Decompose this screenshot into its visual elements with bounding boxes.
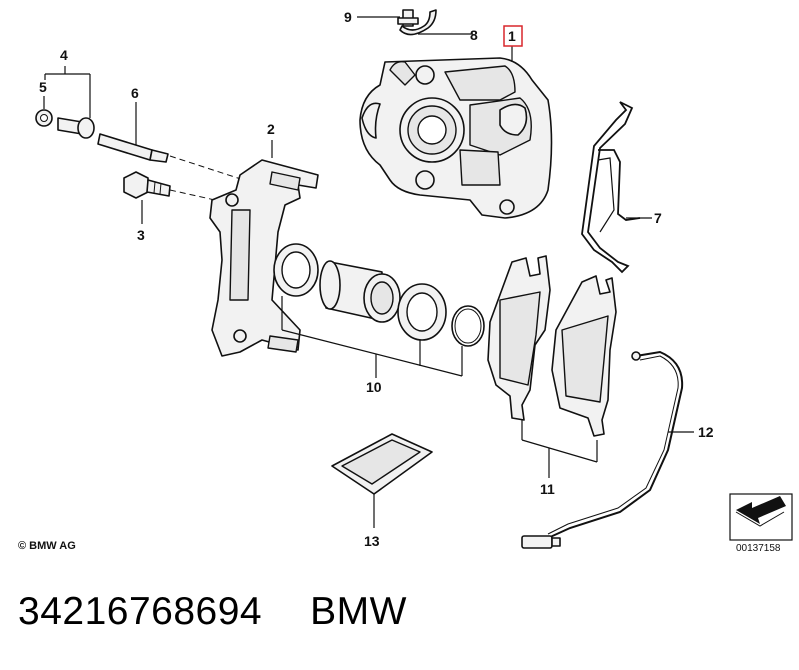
callout-9: 9: [344, 9, 352, 25]
part-number: 34216768694: [18, 590, 263, 633]
callout-8: 8: [470, 27, 478, 43]
footer-caption: 34216768694 BMW: [18, 590, 455, 634]
callout-7: 7: [654, 210, 662, 226]
hex-bolt-part: [123, 171, 171, 199]
guide-bushing-part: [35, 109, 95, 139]
grease-packet-part: [331, 433, 433, 495]
piston-seal-kit-part: [273, 243, 485, 347]
callout-12: 12: [698, 424, 714, 440]
brake-pad-set-part: [487, 255, 617, 437]
copyright-text: © BMW AG: [18, 540, 76, 552]
callout-13: 13: [364, 533, 380, 549]
brand-name: BMW: [310, 590, 407, 633]
highlight-box: [503, 25, 523, 47]
callout-6: 6: [131, 85, 139, 101]
guide-bolt-part: [97, 133, 169, 163]
direction-arrow-icon: [729, 493, 793, 541]
anti-rattle-spring-part: [581, 101, 641, 274]
bleed-screw-part: [357, 9, 472, 36]
diagram-reference-number: 00137158: [736, 543, 781, 554]
callout-3: 3: [137, 227, 145, 243]
caliper-housing-part: [359, 57, 553, 219]
callout-5: 5: [39, 79, 47, 95]
caliper-carrier-part: [209, 159, 319, 357]
callout-4: 4: [60, 47, 68, 63]
callout-2: 2: [267, 121, 275, 137]
wear-sensor-part: [521, 350, 684, 549]
callout-1: 1: [508, 28, 516, 44]
callout-11: 11: [540, 481, 555, 497]
callout-10: 10: [366, 379, 382, 395]
